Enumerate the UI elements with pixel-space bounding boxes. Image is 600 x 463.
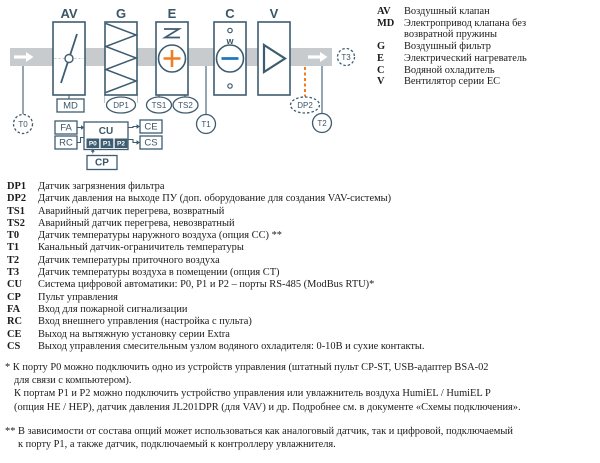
cp-panel-box [86, 154, 118, 171]
section-letter-v: V [270, 6, 279, 21]
sensor-dp1: DP1 [105, 96, 137, 114]
filter-zigzag-icon [103, 22, 139, 94]
footnote-line: к порту Р1, а также датчик, подключаемый… [18, 439, 336, 451]
port-p1 [100, 138, 114, 148]
cooler-port-bottom-icon [227, 83, 233, 89]
svg-text:DP2: DP2 [297, 101, 313, 110]
connector-rc-cu [77, 136, 84, 144]
fan-unit [257, 21, 291, 96]
control-unit-cluster: FA RC CU P0 P1 P2 CE CS CP [54, 119, 163, 171]
sensor-t1: T1 [195, 113, 217, 135]
cooler-port-top-icon [227, 27, 233, 34]
footnote-line: (опция НЕ / НЕР), датчик давления JL201D… [14, 401, 521, 413]
section-letter-av: AV [60, 6, 77, 21]
air-filter-unit [103, 21, 139, 96]
port-p1-label: P1 [103, 141, 111, 148]
connector-cu-cs [128, 138, 137, 144]
airflow-arrow-left-icon [14, 52, 34, 62]
footnote-line: * К порту Р0 можно подключить одно из ус… [5, 362, 489, 373]
svg-text:T3: T3 [341, 53, 351, 62]
cp-label: CP [95, 158, 109, 169]
footnotes: * К порту Р0 можно подключить одно из ус… [5, 361, 597, 451]
air-handling-unit-schematic: AV G E C V MD [0, 0, 368, 178]
svg-text:TS2: TS2 [178, 101, 193, 110]
sensor-ts1: TS1 [145, 96, 173, 114]
cooler-w-label: w [225, 36, 234, 46]
section-letter-g: G [116, 6, 126, 21]
connector-cp-arrow-icon [90, 148, 95, 152]
footnote-line: для связи с компьютером). [14, 375, 132, 387]
port-p0 [86, 138, 100, 148]
ce-label: CE [144, 122, 157, 133]
footnote-line: ** В зависимости от состава опций может … [5, 425, 513, 437]
footnote-line: К портам Р1 и Р2 можно подключить устрой… [14, 388, 491, 400]
port-p2-label: P2 [117, 141, 125, 148]
sensor-t3: T3 [336, 47, 356, 67]
port-p2 [114, 138, 128, 148]
connector-cu-ce [128, 125, 137, 129]
svg-text:T0: T0 [18, 120, 28, 129]
sensor-ts2: TS2 [172, 96, 199, 114]
section-letter-e: E [168, 6, 177, 21]
svg-text:DP1: DP1 [113, 101, 129, 110]
sensor-t2: T2 [311, 112, 333, 134]
fa-label: FA [60, 123, 72, 134]
electric-heater-unit [155, 21, 189, 98]
svg-text:T2: T2 [317, 119, 327, 128]
air-damper-unit: MD [52, 21, 86, 113]
legend-row: возвратной пружины [404, 29, 497, 41]
cs-label: CS [144, 138, 157, 149]
damper-axis-icon [64, 53, 74, 64]
sensor-t0: T0 [12, 113, 34, 135]
svg-text:TS1: TS1 [152, 101, 167, 110]
cu-label: CU [99, 126, 113, 137]
fan-triangle-icon [262, 42, 288, 75]
sensor-dp2: DP2 [289, 96, 321, 114]
svg-text:T1: T1 [201, 120, 211, 129]
md-actuator-box [56, 98, 85, 113]
section-letter-c: C [225, 6, 235, 21]
md-label: MD [63, 101, 78, 112]
airflow-arrow-right-icon [308, 52, 328, 62]
schematic-svg: AV G E C V MD [10, 6, 356, 171]
port-p0-label: P0 [89, 141, 97, 148]
heater-element-icon [161, 28, 183, 39]
water-cooler-unit: w [213, 21, 247, 96]
rc-label: RC [59, 138, 73, 149]
